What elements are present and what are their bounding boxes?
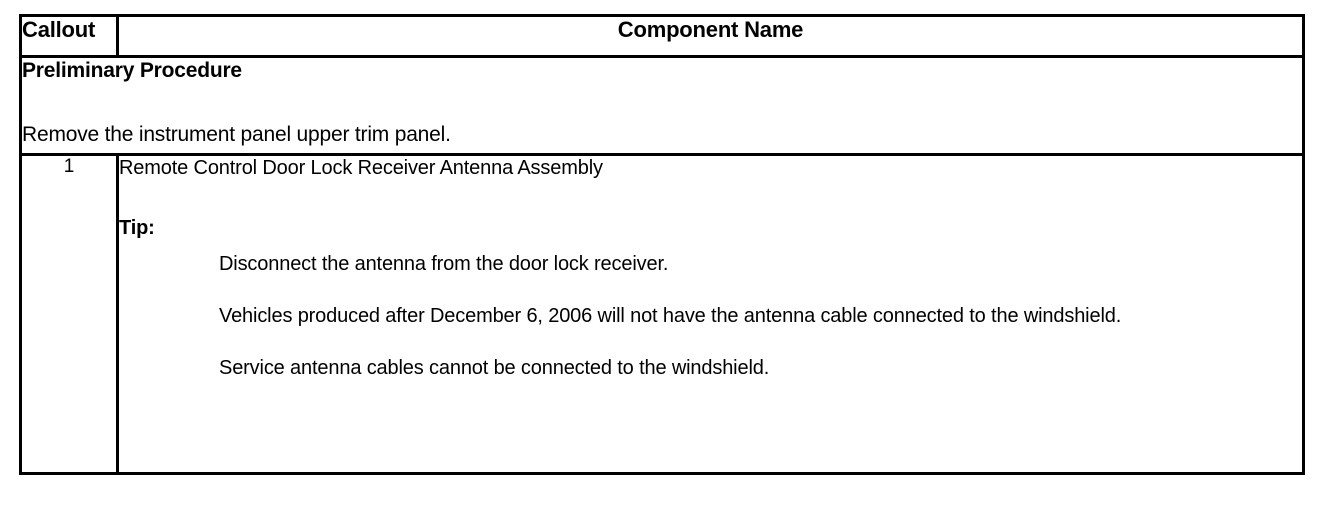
column-header-callout: Callout (19, 14, 119, 58)
column-header-component-name: Component Name (116, 14, 1305, 58)
component-detail-cell: Remote Control Door Lock Receiver Antenn… (116, 153, 1305, 475)
list-item: Disconnect the antenna from the door loc… (219, 253, 669, 275)
preliminary-procedure-title: Preliminary Procedure (22, 59, 242, 82)
table-header-row: Callout Component Name (19, 14, 1305, 58)
table-row: 1 Remote Control Door Lock Receiver Ante… (19, 153, 1305, 475)
component-callout-table: Callout Component Name Preliminary Proce… (19, 14, 1305, 475)
tip-list: Disconnect the antenna from the door loc… (119, 251, 1302, 381)
preliminary-procedure-row: Preliminary Procedure Remove the instrum… (19, 55, 1305, 156)
preliminary-spacer (22, 84, 1302, 122)
list-item: Service antenna cables cannot be connect… (219, 357, 770, 379)
list-item: Vehicles produced after December 6, 2006… (219, 305, 1122, 327)
preliminary-procedure-cell: Preliminary Procedure Remove the instrum… (19, 55, 1305, 156)
preliminary-procedure-step: Remove the instrument panel upper trim p… (22, 123, 451, 146)
component-name-heading: Remote Control Door Lock Receiver Antenn… (119, 157, 603, 179)
tip-label: Tip: (119, 217, 155, 239)
tip-spacer (119, 181, 1302, 216)
callout-number-1: 1 (19, 153, 119, 475)
